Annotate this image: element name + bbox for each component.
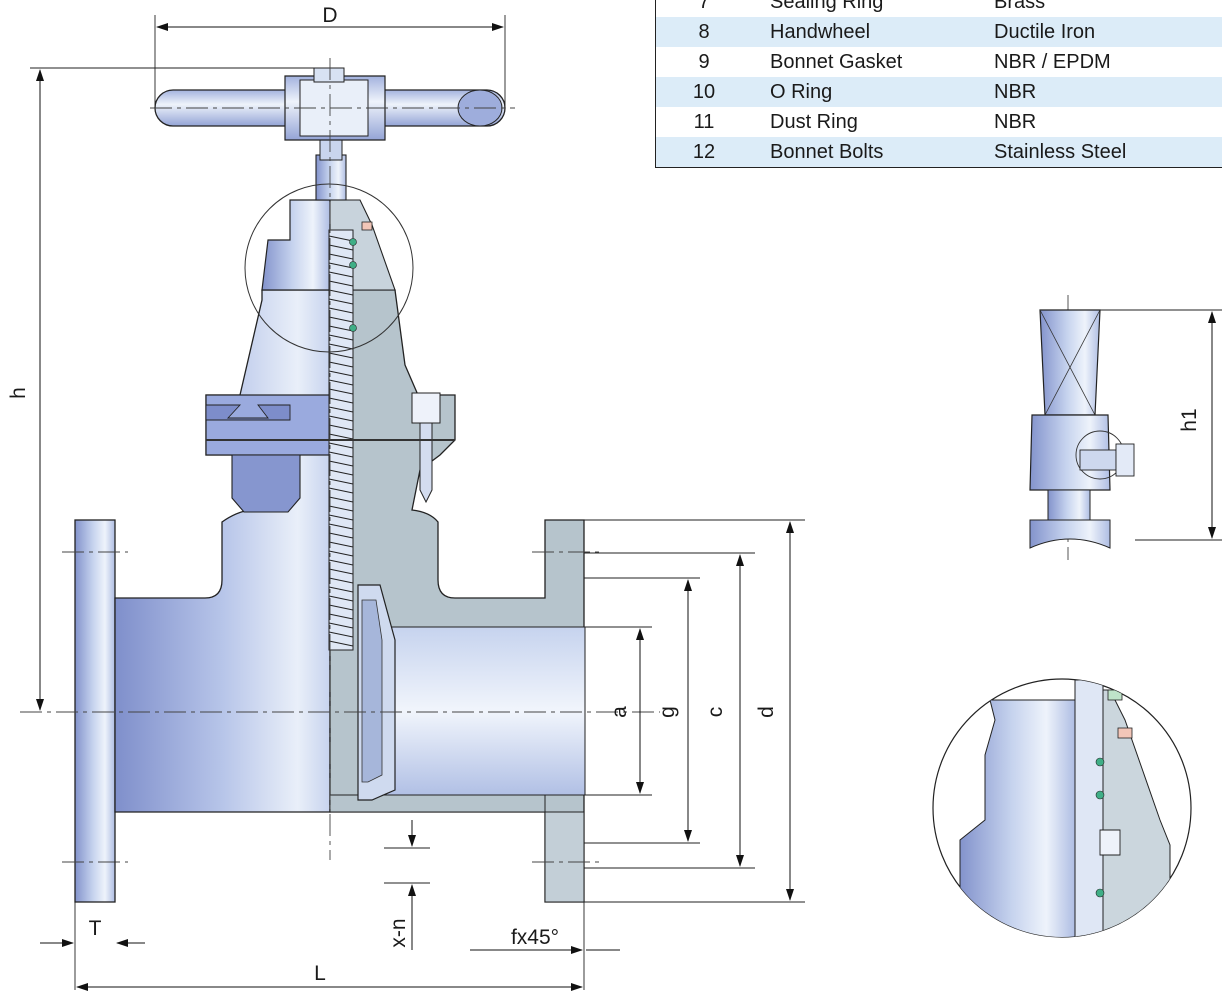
- part-number: 11: [693, 111, 715, 133]
- dim-label-xn: x-n: [387, 918, 410, 947]
- extension-lines: [30, 15, 1222, 990]
- dim-label-h1: h1: [1178, 408, 1201, 431]
- valve-body-left: [114, 289, 331, 813]
- part-name: Handwheel: [752, 17, 980, 47]
- valve-stem: [315, 154, 347, 201]
- left-flange: [74, 519, 116, 903]
- part-number: 12: [655, 137, 752, 168]
- part-material: NBR: [980, 77, 1222, 107]
- part-material: Stainless Steel: [980, 137, 1222, 168]
- part-material: Brass: [994, 0, 1046, 13]
- table-row: 9 Bonnet Gasket NBR / EPDM: [656, 47, 1222, 77]
- dim-label-c: c: [704, 707, 727, 718]
- dim-label-g: g: [656, 706, 679, 718]
- part-name: Dust Ring: [770, 111, 858, 133]
- bonnet-bolt: [411, 392, 441, 504]
- part-number: 8: [655, 17, 752, 47]
- detail-marker-circle: [244, 183, 414, 353]
- part-name: Sealing Ring: [770, 0, 884, 13]
- right-bore: [384, 626, 586, 796]
- part-material: NBR: [994, 111, 1037, 133]
- detail-view: [932, 678, 1192, 938]
- part-name: O Ring: [752, 77, 980, 107]
- table-row: 8 Handwheel Ductile Iron: [655, 17, 1222, 47]
- dim-label-L: L: [314, 962, 326, 985]
- part-number: 9: [698, 51, 710, 73]
- table-row: 7 Sealing Ring Brass: [656, 0, 1222, 17]
- valve-main-view: [74, 67, 586, 903]
- table-row: 11 Dust Ring NBR: [656, 107, 1222, 137]
- part-material: Ductile Iron: [980, 17, 1222, 47]
- table-row: 10 O Ring NBR: [655, 77, 1222, 107]
- dim-label-a: a: [608, 706, 631, 718]
- bonnet-flange: [205, 394, 331, 456]
- part-name: Bonnet Gasket: [770, 51, 903, 73]
- table-row: 12 Bonnet Bolts Stainless Steel: [655, 137, 1222, 168]
- dim-label-D: D: [322, 4, 337, 27]
- cap-side-view: [1029, 309, 1135, 549]
- part-number: 10: [655, 77, 752, 107]
- dimension-lines: [36, 23, 1216, 991]
- dim-label-f45: fx45°: [511, 926, 559, 949]
- dim-label-T: T: [89, 917, 102, 940]
- bonnet: [261, 199, 331, 291]
- dim-label-d: d: [755, 706, 778, 718]
- parts-table: 7 Sealing Ring Brass 8 Handwheel Ductile…: [655, 0, 1222, 168]
- dim-label-h: h: [7, 387, 30, 399]
- part-number: 7: [698, 0, 710, 13]
- part-material: NBR / EPDM: [994, 51, 1111, 73]
- part-name: Bonnet Bolts: [752, 137, 980, 168]
